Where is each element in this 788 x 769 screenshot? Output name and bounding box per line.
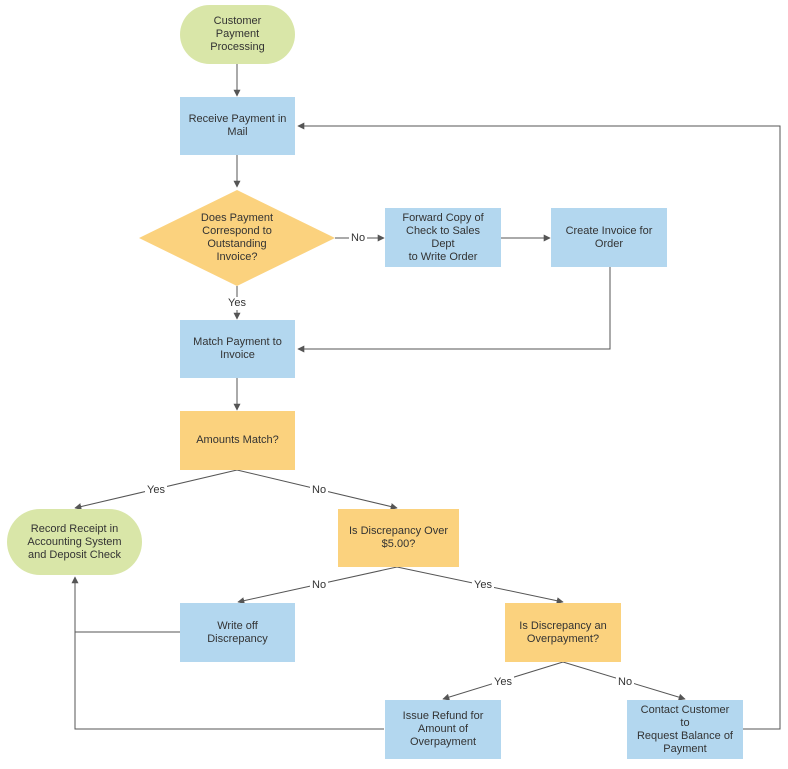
edge-label-over5-yes: Yes bbox=[472, 579, 494, 592]
connector-create-to-match bbox=[297, 267, 611, 353]
edge-label-correspond-no: No bbox=[349, 232, 368, 245]
issue-refund-box: Issue Refund for Amount of Overpayment bbox=[385, 700, 501, 759]
decision-diamond-correspond bbox=[139, 190, 335, 286]
discrepancy-over-box: Is Discrepancy Over $5.00? bbox=[338, 509, 459, 567]
edge-label-over5-no: No bbox=[310, 579, 329, 592]
start-terminal: Customer Payment Processing bbox=[180, 5, 295, 64]
record-receipt-terminal: Record Receipt in Accounting System and … bbox=[7, 509, 142, 575]
connector-refund-to-record bbox=[71, 576, 384, 730]
correspond-decision-label: Does Payment Correspond to Outstanding I… bbox=[200, 212, 274, 263]
forward-copy-box: Forward Copy of Check to Sales Dept to W… bbox=[385, 208, 501, 267]
create-invoice-box: Create Invoice for Order bbox=[551, 208, 667, 267]
connector-contact-to-receive bbox=[297, 122, 781, 730]
edge-label-correspond-yes: Yes bbox=[226, 297, 248, 310]
write-off-box: Write off Discrepancy bbox=[180, 603, 295, 662]
edge-label-amounts-no: No bbox=[310, 484, 329, 497]
is-overpayment-box: Is Discrepancy an Overpayment? bbox=[505, 603, 621, 662]
edge-label-overpay-yes: Yes bbox=[492, 676, 514, 689]
match-payment-box: Match Payment to Invoice bbox=[180, 320, 295, 378]
contact-customer-box: Contact Customer to Request Balance of P… bbox=[627, 700, 743, 759]
edge-label-overpay-no: No bbox=[616, 676, 635, 689]
receive-payment-box: Receive Payment in Mail bbox=[180, 97, 295, 155]
edge-label-amounts-yes: Yes bbox=[145, 484, 167, 497]
amounts-match-box: Amounts Match? bbox=[180, 411, 295, 470]
